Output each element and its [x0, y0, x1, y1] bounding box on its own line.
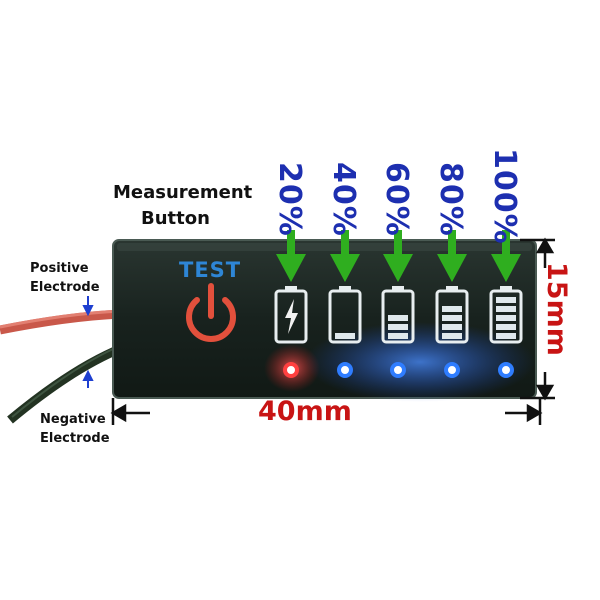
- positive-electrode-label: Positive Electrode: [30, 259, 100, 297]
- negative-label-line2: Electrode: [40, 431, 110, 446]
- electrode-pointers: [82, 296, 94, 388]
- percent-label: 40%: [326, 162, 361, 237]
- battery-bar: [335, 333, 355, 339]
- lightning-icon: [285, 299, 298, 334]
- percent-label: 80%: [433, 162, 468, 237]
- battery-icons: [274, 286, 523, 344]
- positive-label-line1: Positive: [30, 261, 89, 276]
- battery-bar: [442, 315, 462, 321]
- battery-icon: [489, 286, 523, 344]
- battery-bar: [496, 315, 516, 321]
- width-dimension-label: 40mm: [258, 396, 352, 427]
- positive-label-line2: Electrode: [30, 280, 100, 295]
- battery-bar: [388, 315, 408, 321]
- leds: [283, 362, 514, 378]
- arrow-down-icon: [491, 230, 521, 282]
- battery-bar: [442, 324, 462, 330]
- battery-icon: [274, 286, 308, 344]
- status-led: [390, 362, 406, 378]
- arrow-down-icon: [437, 230, 467, 282]
- measurement-label-line1: Measurement: [113, 182, 253, 203]
- status-led: [498, 362, 514, 378]
- height-dimension-label: 15mm: [541, 262, 572, 356]
- green-arrows: [276, 230, 521, 282]
- battery-bar: [388, 333, 408, 339]
- battery-bar: [496, 297, 516, 303]
- measurement-button-label: Measurement Button: [113, 180, 252, 232]
- negative-wire: [7, 343, 124, 424]
- status-led: [444, 362, 460, 378]
- battery-icon: [381, 286, 415, 344]
- status-led: [337, 362, 353, 378]
- arrow-down-icon: [276, 230, 306, 282]
- dimension-lines: [110, 237, 555, 425]
- battery-bar: [388, 324, 408, 330]
- battery-icon: [328, 286, 362, 344]
- battery-bar: [442, 306, 462, 312]
- percent-label: 60%: [379, 162, 414, 237]
- measurement-label-line2: Button: [141, 208, 210, 229]
- percent-label: 20%: [272, 162, 307, 237]
- positive-wire: [0, 309, 121, 335]
- battery-bar: [496, 324, 516, 330]
- percent-label: 100%: [487, 148, 522, 245]
- status-led: [283, 362, 299, 378]
- wires: [0, 309, 124, 424]
- battery-icon: [435, 286, 469, 344]
- negative-electrode-label: Negative Electrode: [40, 410, 110, 448]
- arrow-down-icon: [330, 230, 360, 282]
- test-label: TEST: [179, 258, 242, 282]
- negative-label-line1: Negative: [40, 412, 106, 427]
- power-icon[interactable]: [186, 283, 236, 342]
- battery-bar: [496, 306, 516, 312]
- battery-bar: [496, 333, 516, 339]
- arrow-down-icon: [383, 230, 413, 282]
- battery-bar: [442, 333, 462, 339]
